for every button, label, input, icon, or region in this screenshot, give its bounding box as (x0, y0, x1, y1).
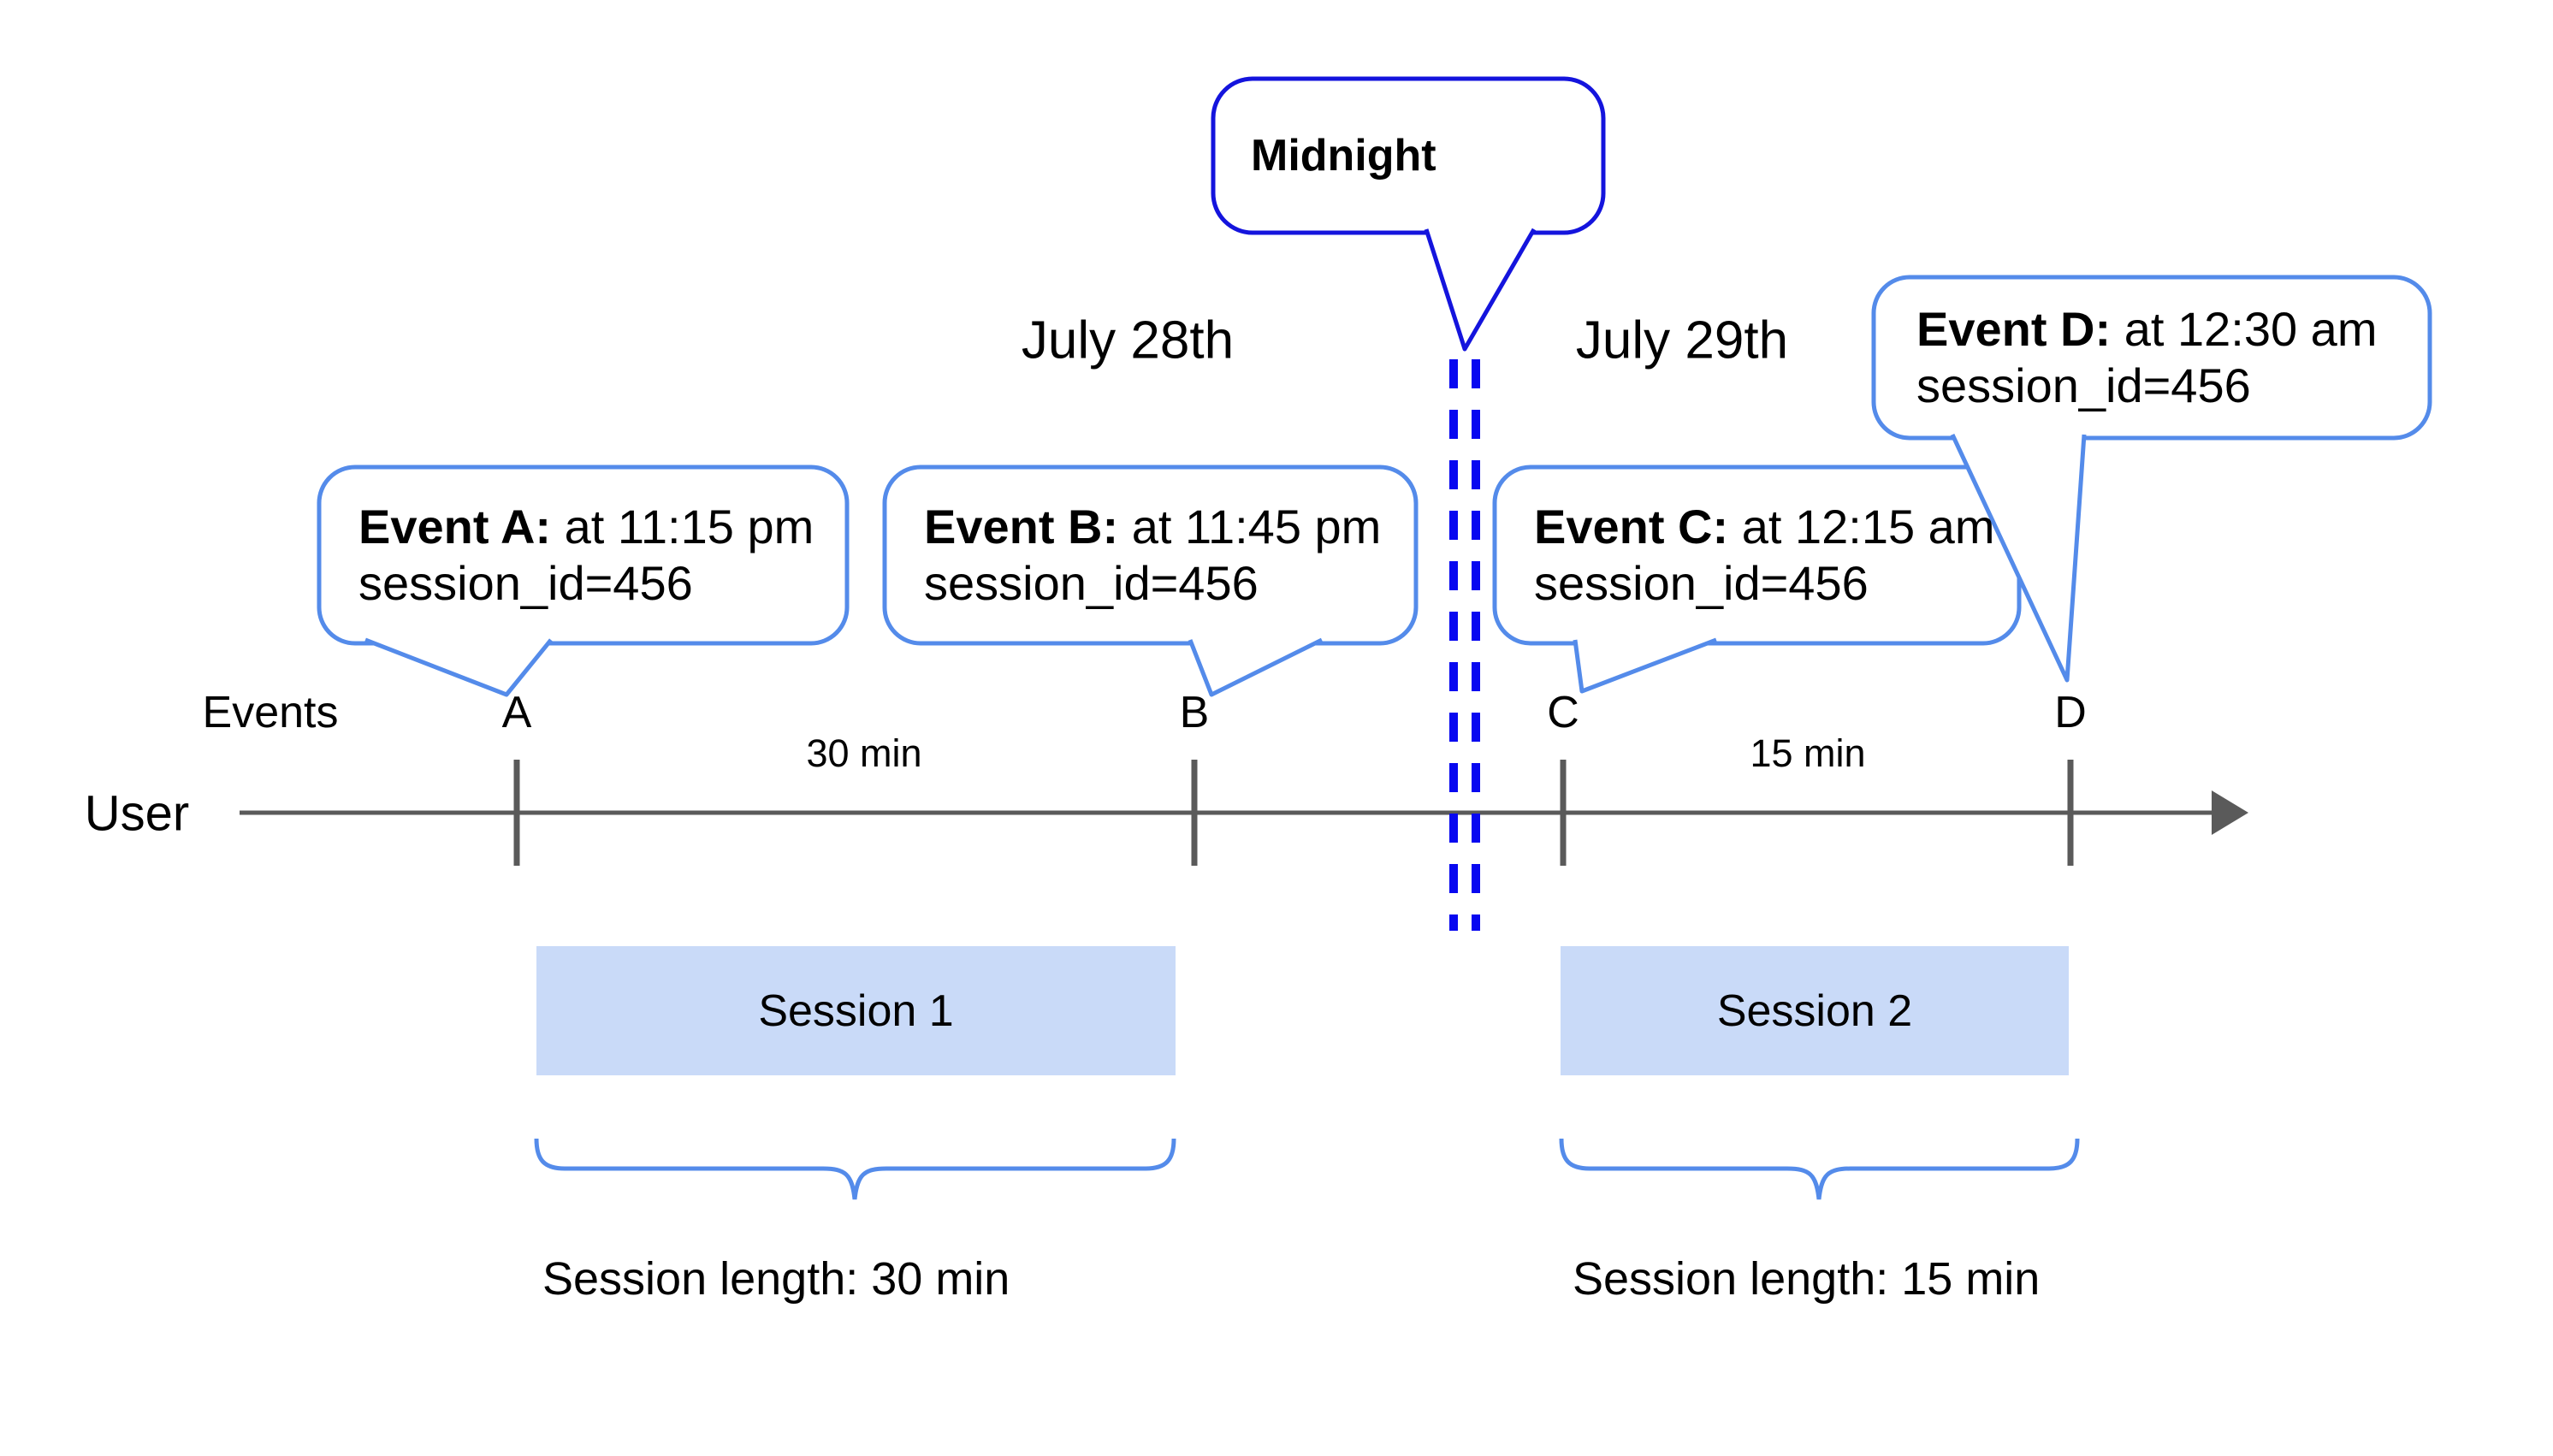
callout-a-session-id: session_id=456 (358, 556, 693, 610)
callout-b-line1: Event B: at 11:45 pm (924, 499, 1416, 555)
callout-c-time: at 12:15 am (1728, 500, 1995, 553)
session2-brace (1559, 1138, 2080, 1200)
marker-a-label: A (501, 688, 532, 737)
callout-d-text: Event D: at 12:30 am session_id=456 (1874, 277, 2430, 438)
callout-d-session-id: session_id=456 (1916, 358, 2251, 412)
session2-label: Session 2 (1716, 985, 1913, 1036)
date-label-july-29: July 29th (1575, 311, 1789, 370)
session1-box (536, 946, 1176, 1075)
session1-brace (534, 1138, 1176, 1200)
callout-a-bubble (317, 465, 850, 646)
interval-30min-label: 30 min (806, 731, 922, 775)
session2-box (1561, 946, 2069, 1075)
marker-b-label: B (1179, 688, 1210, 737)
user-axis-label: User (84, 785, 190, 842)
callout-b-bubble (882, 465, 1419, 646)
callout-b-title: Event B: (924, 500, 1119, 553)
timeline-arrowhead-icon (2212, 790, 2248, 835)
callout-d-time: at 12:30 am (2111, 302, 2378, 356)
midnight-bubble-tail (1424, 228, 1537, 352)
callout-c-line1: Event C: at 12:15 am (1534, 499, 2019, 555)
marker-c-label: C (1547, 688, 1579, 737)
callout-b-session-id: session_id=456 (924, 556, 1259, 610)
midnight-bubble (1211, 76, 1606, 235)
session1-label: Session 1 (758, 985, 954, 1036)
callout-d-title: Event D: (1916, 302, 2112, 356)
interval-15min-label: 15 min (1750, 731, 1866, 775)
callout-d-line1: Event D: at 12:30 am (1916, 301, 2430, 358)
callout-d-bubble (1871, 275, 2432, 441)
callout-a-line1: Event A: at 11:15 pm (358, 499, 847, 555)
midnight-label: Midnight (1251, 131, 1436, 181)
callout-c-session-id: session_id=456 (1534, 556, 1869, 610)
callout-c-text: Event C: at 12:15 am session_id=456 (1495, 467, 2019, 643)
marker-d-label: D (2054, 688, 2087, 737)
callout-c-tail (1573, 637, 1717, 694)
events-axis-label: Events (202, 688, 339, 737)
callout-a-title: Event A: (358, 500, 552, 553)
callout-a-time: at 11:15 pm (551, 500, 814, 553)
callout-d-tail (1950, 433, 2087, 683)
session2-length-label: Session length: 15 min (1573, 1253, 2041, 1305)
session1-length-label: Session length: 30 min (542, 1253, 1010, 1305)
callout-b-text: Event B: at 11:45 pm session_id=456 (885, 467, 1416, 643)
callout-b-tail (1188, 637, 1324, 697)
callout-a-tail (364, 637, 553, 697)
callout-a-text: Event A: at 11:15 pm session_id=456 (319, 467, 847, 643)
date-label-july-28: July 28th (1021, 311, 1235, 370)
callout-c-title: Event C: (1534, 500, 1729, 553)
callout-b-time: at 11:45 pm (1118, 500, 1382, 553)
